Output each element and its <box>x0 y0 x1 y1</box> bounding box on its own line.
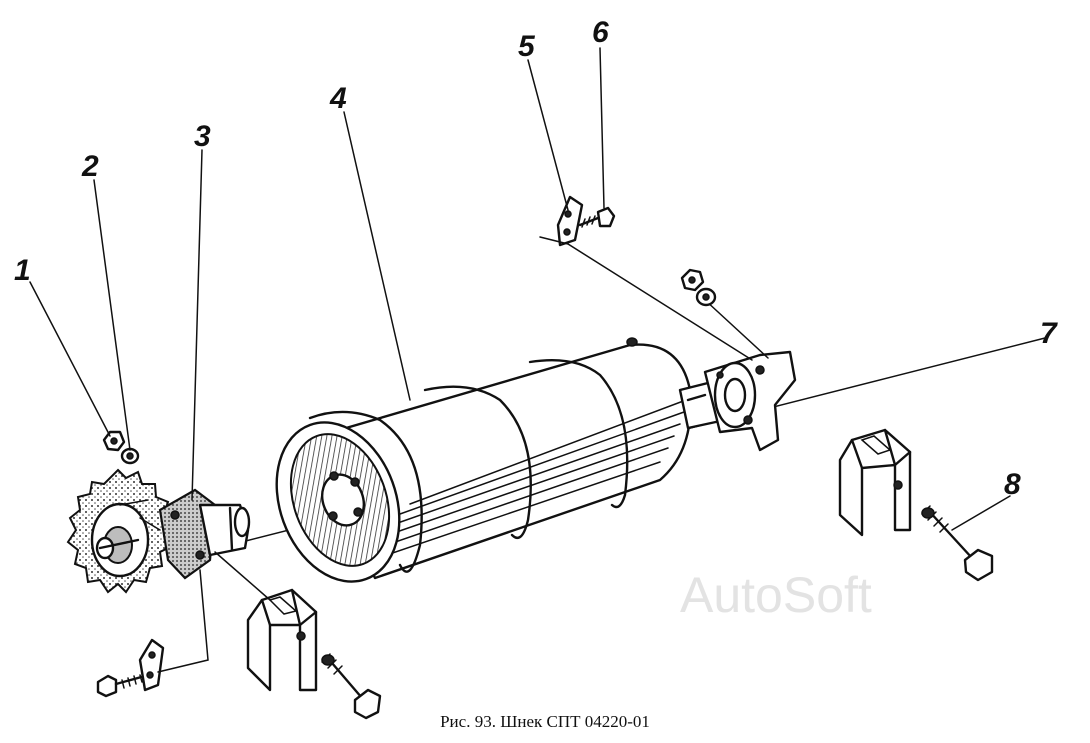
callout-1: 1 <box>14 254 31 287</box>
auger-spiral <box>308 359 629 573</box>
lock-plate-5 <box>556 195 584 247</box>
callout-7: 7 <box>1040 317 1058 350</box>
leader-lines <box>29 47 1011 531</box>
callout-4: 4 <box>329 82 347 115</box>
callout-3: 3 <box>194 120 211 153</box>
sprocket <box>66 468 176 594</box>
watermark-text: AutoSoft <box>680 567 872 623</box>
callout-5: 5 <box>518 30 536 63</box>
right-washer <box>695 287 717 307</box>
left-bracket-bolt <box>321 653 382 720</box>
right-mounting-bracket <box>838 428 912 537</box>
lower-left-bolt <box>96 674 147 698</box>
left-nut-1 <box>102 430 126 452</box>
figure-caption: Рис. 93. Шнек СПТ 04220-01 <box>440 712 650 731</box>
left-washer-2 <box>120 447 140 465</box>
left-bearing-flange <box>158 488 251 580</box>
lower-left-lock-plate <box>138 638 165 692</box>
right-bearing-housing <box>686 350 797 452</box>
callout-2: 2 <box>81 150 99 183</box>
left-mounting-bracket <box>246 588 318 692</box>
right-nut <box>680 268 705 292</box>
callout-8: 8 <box>1004 468 1021 501</box>
bolt-6 <box>578 206 616 228</box>
auger-drum <box>275 337 727 583</box>
callout-6: 6 <box>592 16 609 49</box>
right-bracket-bolt <box>921 505 994 582</box>
